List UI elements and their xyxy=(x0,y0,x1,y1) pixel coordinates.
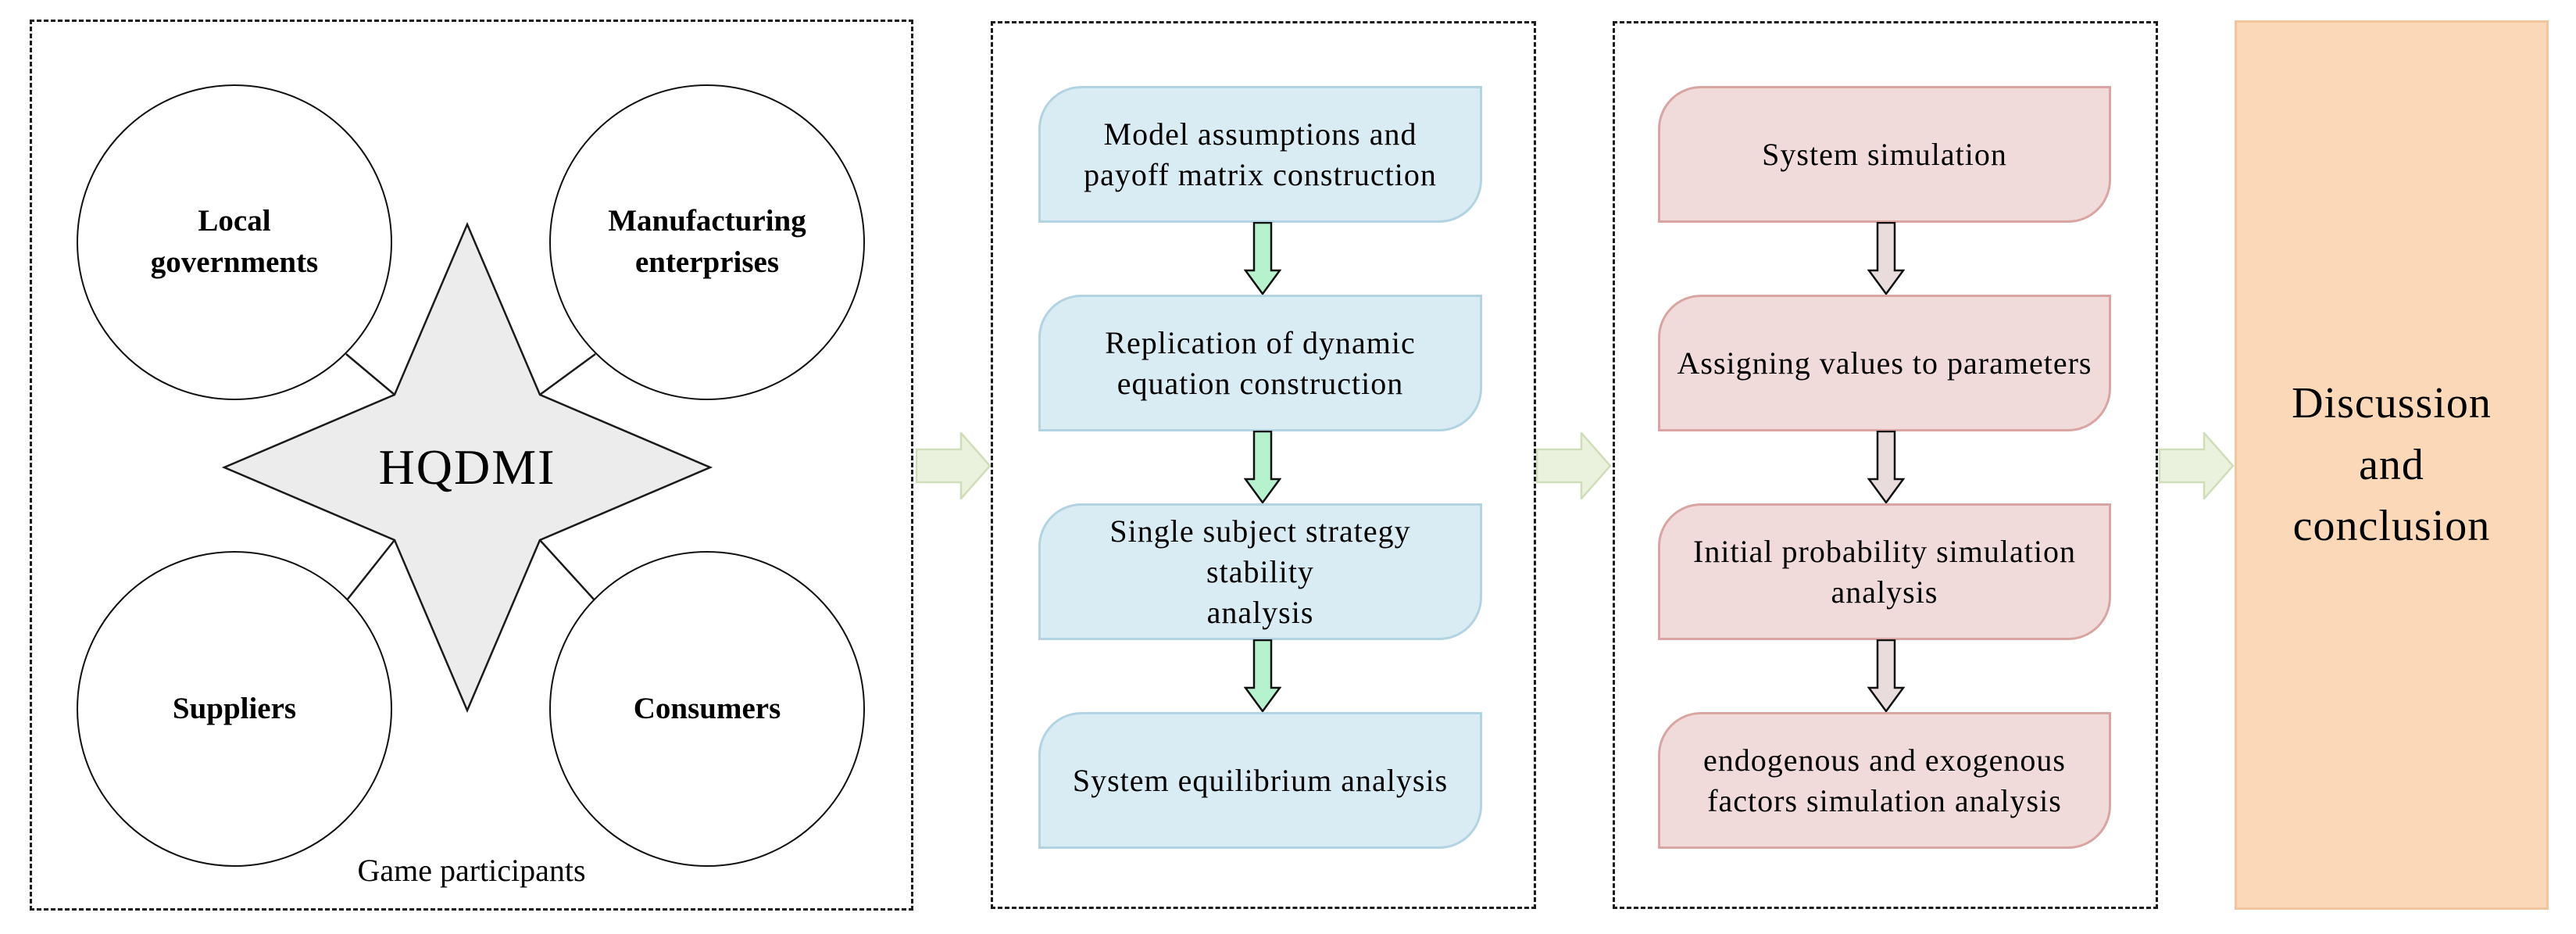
circle-label: Manufacturing enterprises xyxy=(608,204,806,279)
step-label: endogenous and exogenous factors simulat… xyxy=(1703,742,2066,818)
step-label: Assigning values to parameters xyxy=(1677,345,2092,381)
step-label: System simulation xyxy=(1762,136,2007,172)
step-label: Initial probability simulation analysis xyxy=(1693,533,2076,610)
circle-manufacturing-enterprises: Manufacturing enterprises xyxy=(549,84,865,400)
model-construction-panel xyxy=(991,21,1536,909)
circle-consumers: Consumers xyxy=(549,551,865,867)
step-label: Single subject strategy stability analys… xyxy=(1109,513,1411,630)
step-single-subject-stability: Single subject strategy stability analys… xyxy=(1038,503,1482,640)
arrow-down-icon xyxy=(1867,431,1905,504)
step-label: Replication of dynamic equation construc… xyxy=(1105,324,1416,401)
conclusion-label: Discussion and conclusion xyxy=(2292,379,2492,551)
hqdmi-label: HQDMI xyxy=(378,439,556,495)
arrow-right-icon xyxy=(1536,432,1612,499)
step-endogenous-exogenous: endogenous and exogenous factors simulat… xyxy=(1658,712,2111,849)
step-model-assumptions: Model assumptions and payoff matrix cons… xyxy=(1038,86,1482,223)
arrow-right-icon xyxy=(2159,432,2235,499)
step-replication-dynamic-equation: Replication of dynamic equation construc… xyxy=(1038,295,1482,431)
game-participants-caption: Game participants xyxy=(357,853,586,888)
discussion-conclusion-panel: Discussion and conclusion xyxy=(2235,20,2549,910)
circle-label: Consumers xyxy=(633,691,781,725)
arrow-down-icon xyxy=(1244,222,1281,295)
system-simulation-panel xyxy=(1613,21,2158,909)
arrow-down-icon xyxy=(1244,639,1281,713)
circle-local-governments: Local governments xyxy=(77,84,392,400)
step-system-equilibrium: System equilibrium analysis xyxy=(1038,712,1482,849)
circle-label: Local governments xyxy=(150,204,319,279)
step-system-simulation: System simulation xyxy=(1658,86,2111,223)
step-initial-probability: Initial probability simulation analysis xyxy=(1658,503,2111,640)
step-label: System equilibrium analysis xyxy=(1072,762,1449,798)
step-assigning-values: Assigning values to parameters xyxy=(1658,295,2111,431)
circle-label: Suppliers xyxy=(172,691,297,725)
arrow-down-icon xyxy=(1867,639,1905,713)
arrow-right-icon xyxy=(916,432,991,499)
arrow-down-icon xyxy=(1244,431,1281,504)
circle-suppliers: Suppliers xyxy=(77,551,392,867)
step-label: Model assumptions and payoff matrix cons… xyxy=(1084,116,1437,192)
arrow-down-icon xyxy=(1867,222,1905,295)
game-participants-panel xyxy=(30,20,913,911)
